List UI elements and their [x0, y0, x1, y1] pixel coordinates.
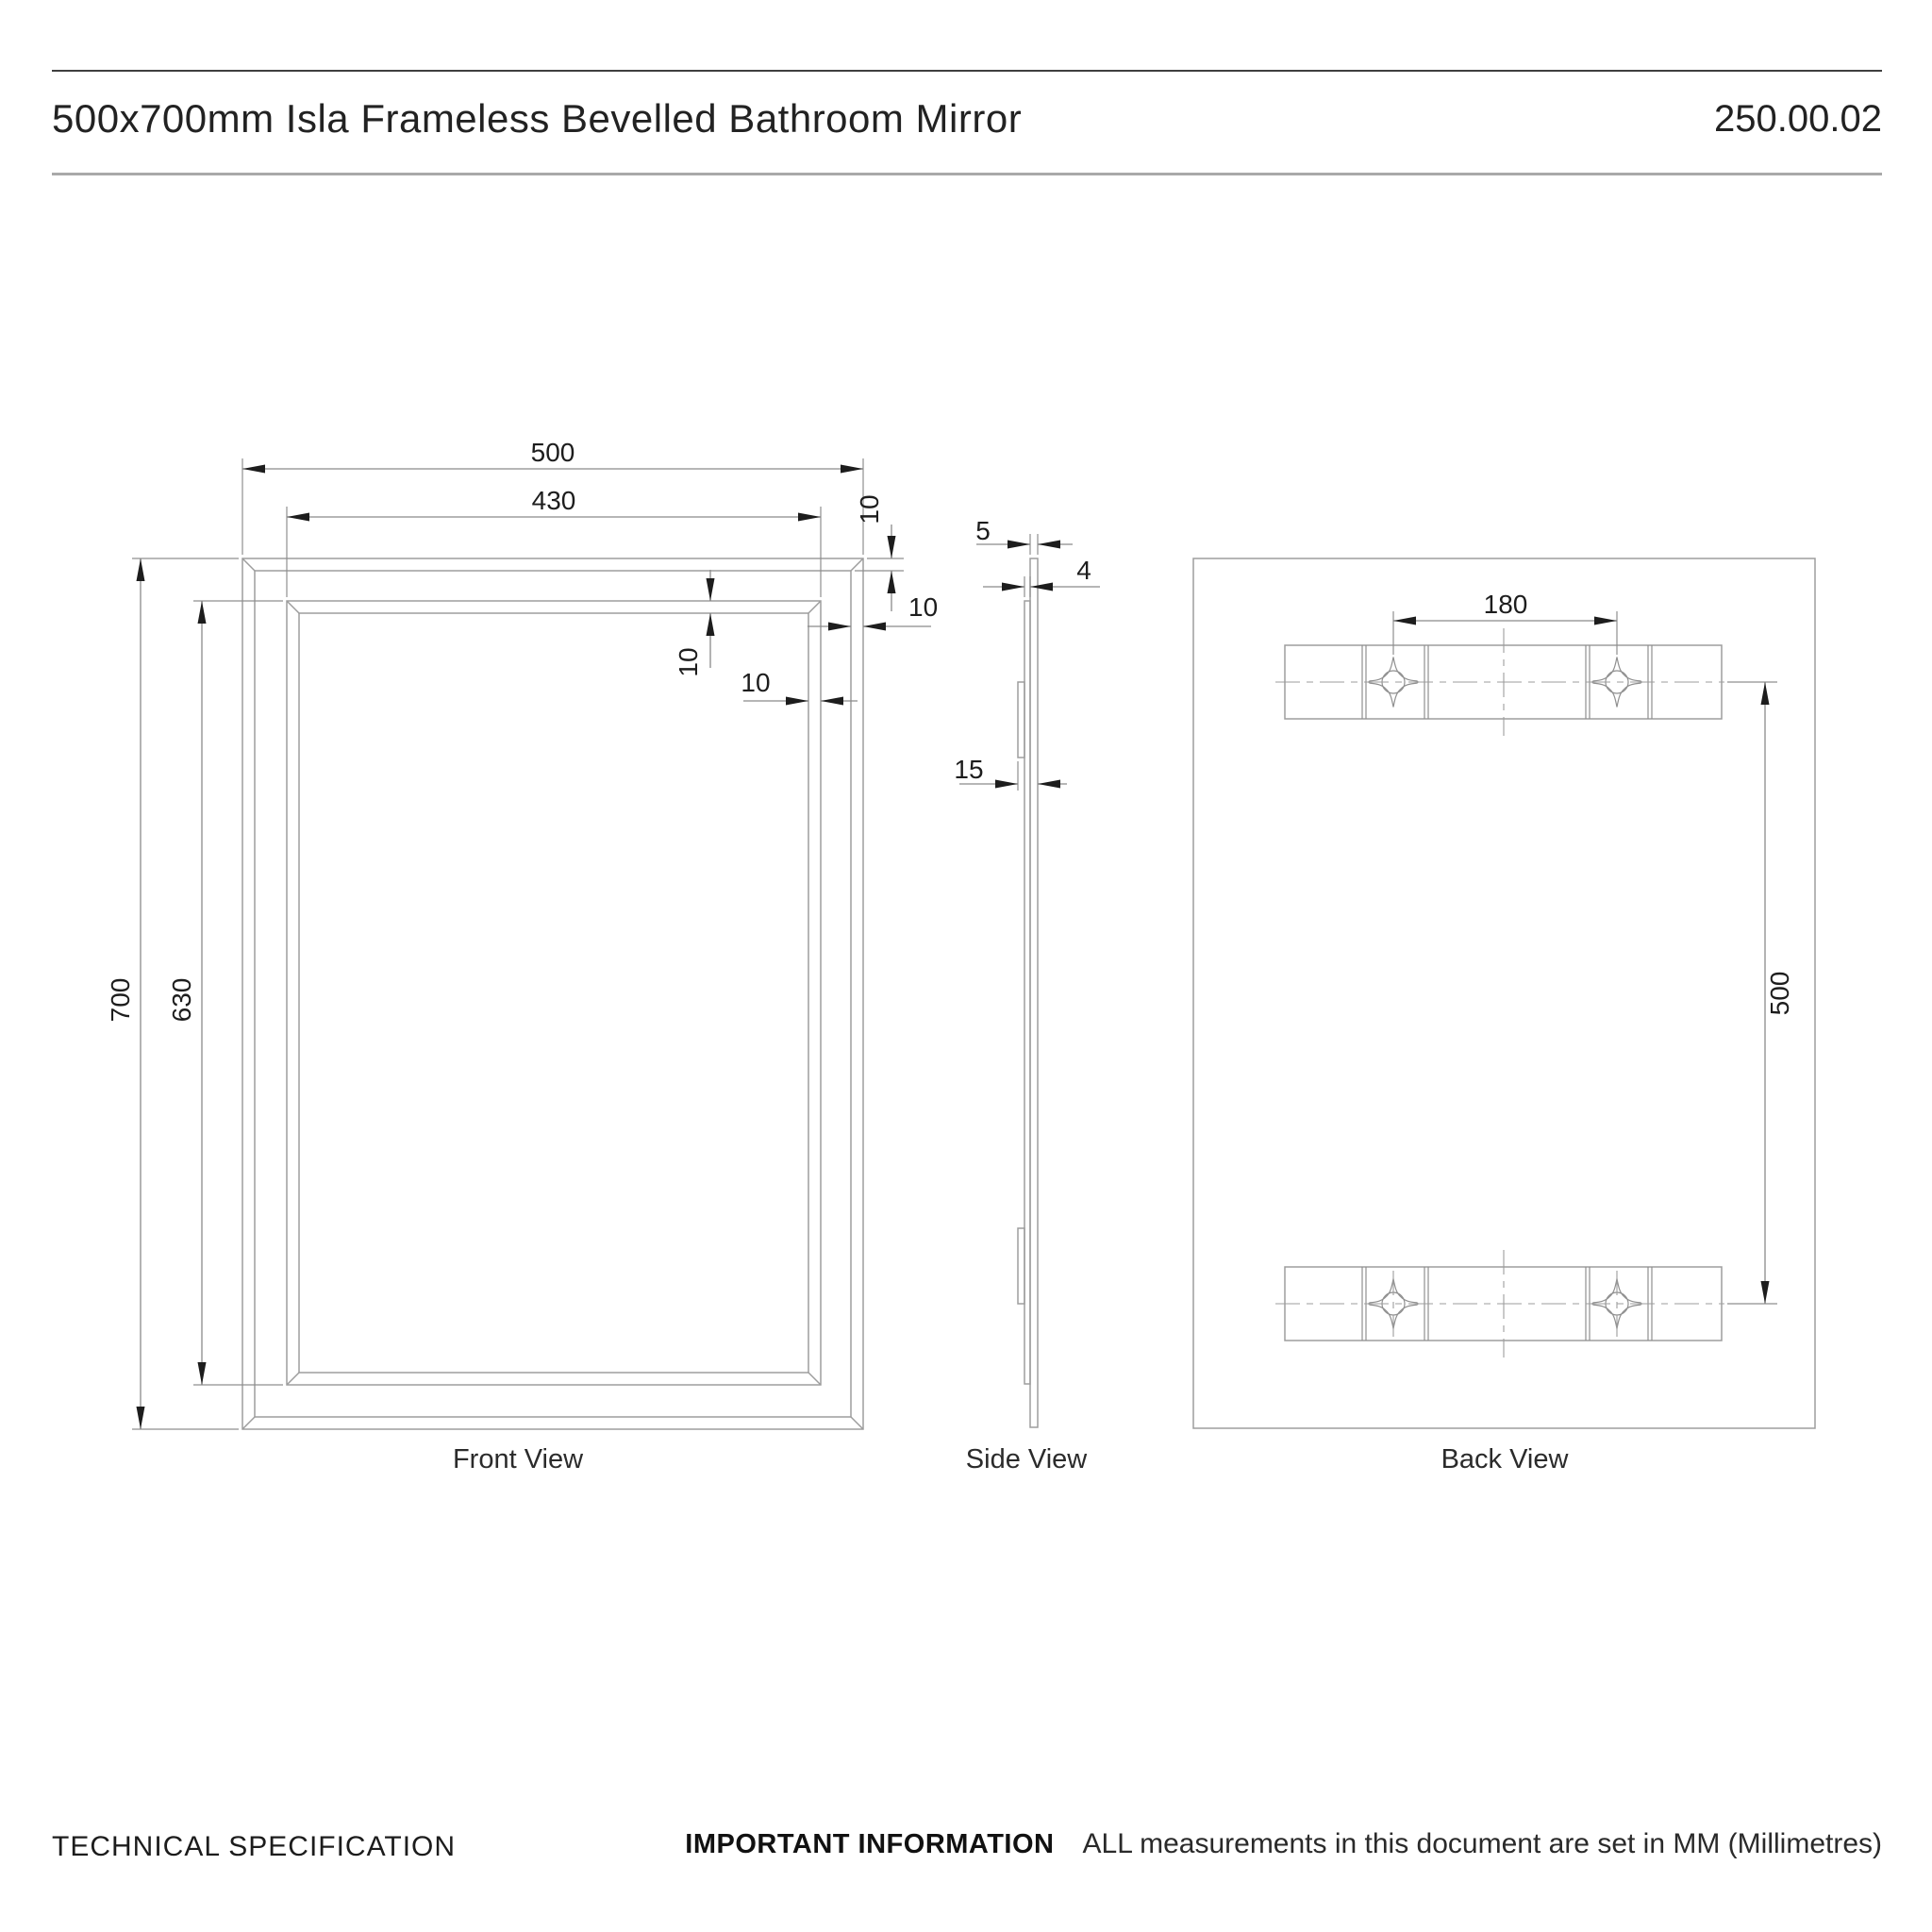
dim-front-inner-height: 630: [167, 978, 196, 1023]
bevel-corner-line: [850, 1416, 864, 1430]
dim-front-inner-width: 430: [532, 486, 576, 515]
mirror-back-edge: [1192, 558, 1816, 1429]
backing-profile: [1024, 600, 1031, 1385]
bevel-corner-line: [808, 600, 822, 614]
arrowhead-icon: [863, 622, 886, 631]
arrowhead-icon: [706, 613, 715, 636]
dim-side-depth: 15: [954, 755, 983, 784]
footer-important-info: IMPORTANT INFORMATION ALL measurements i…: [685, 1828, 1882, 1860]
dim-front-bevel-right: 10: [908, 592, 938, 622]
important-information-label: IMPORTANT INFORMATION: [685, 1829, 1055, 1859]
mirror-outer-edge: [242, 558, 864, 1430]
measurements-note: ALL measurements in this document are se…: [1082, 1828, 1883, 1859]
arrowhead-icon: [887, 571, 896, 593]
back-view: [1192, 558, 1816, 1429]
arrowhead-icon: [1594, 616, 1617, 625]
top-bracket-profile: [1017, 681, 1025, 758]
arrowhead-icon: [1008, 540, 1030, 549]
arrowhead-icon: [197, 601, 207, 624]
dim-front-inner-bevel-top: 10: [674, 647, 703, 676]
product-code: 250.00.02: [1714, 98, 1882, 140]
arrowhead-icon: [887, 536, 896, 558]
arrowhead-icon: [1760, 682, 1770, 705]
arrowhead-icon: [1002, 582, 1024, 591]
arrowhead-icon: [1393, 616, 1416, 625]
arrowhead-icon: [995, 779, 1018, 789]
arrowhead-icon: [1038, 779, 1060, 789]
bevel-corner-line: [808, 1372, 822, 1386]
header-top-rule: [52, 70, 1882, 72]
bevel-corner-line: [242, 1416, 256, 1430]
front-view-label: Front View: [453, 1444, 584, 1474]
arrowhead-icon: [841, 464, 863, 474]
mirror-inner-bevel-edge: [298, 612, 809, 1374]
bevel-corner-line: [286, 600, 300, 614]
mirror-inner-panel-edge: [286, 600, 822, 1386]
glass-profile: [1029, 558, 1039, 1428]
arrowhead-icon: [1038, 540, 1060, 549]
arrowhead-icon: [242, 464, 265, 474]
bevel-corner-line: [850, 558, 864, 572]
dim-side-glass: 5: [975, 516, 991, 545]
dim-front-inner-bevel-right: 10: [741, 668, 770, 697]
header-bottom-rule: [52, 173, 1882, 175]
bottom-bracket-profile: [1017, 1227, 1025, 1305]
dim-front-bevel-top: 10: [855, 494, 884, 524]
arrowhead-icon: [1030, 582, 1053, 591]
bevel-corner-line: [242, 558, 256, 572]
bevel-corner-line: [286, 1372, 300, 1386]
dim-front-overall-height: 700: [106, 978, 135, 1023]
arrowhead-icon: [706, 578, 715, 601]
front-view-dimensions: 500 430 700 630 10 10 10: [106, 438, 938, 1430]
arrowhead-icon: [828, 622, 851, 631]
arrowhead-icon: [821, 696, 843, 706]
page-title: 500x700mm Isla Frameless Bevelled Bathro…: [52, 96, 1023, 141]
side-view: [1017, 558, 1039, 1428]
side-view-label: Side View: [966, 1444, 1088, 1474]
dim-back-fixing-centres: 180: [1484, 590, 1528, 619]
arrowhead-icon: [136, 558, 145, 581]
dim-side-backing: 4: [1076, 556, 1091, 585]
side-view-dimensions: 5 4 15: [954, 516, 1100, 791]
arrowhead-icon: [786, 696, 808, 706]
footer-section-label: TECHNICAL SPECIFICATION: [52, 1831, 457, 1862]
arrowhead-icon: [287, 512, 309, 522]
arrowhead-icon: [197, 1362, 207, 1385]
dim-back-bracket-centres: 500: [1765, 972, 1794, 1016]
back-view-dimensions: 180 500: [1392, 590, 1794, 1305]
front-view: [242, 558, 864, 1430]
mirror-outer-bevel-edge: [254, 570, 852, 1418]
arrowhead-icon: [136, 1407, 145, 1429]
back-view-label: Back View: [1441, 1444, 1570, 1474]
dim-front-overall-width: 500: [531, 438, 575, 467]
arrowhead-icon: [1760, 1281, 1770, 1304]
arrowhead-icon: [798, 512, 821, 522]
